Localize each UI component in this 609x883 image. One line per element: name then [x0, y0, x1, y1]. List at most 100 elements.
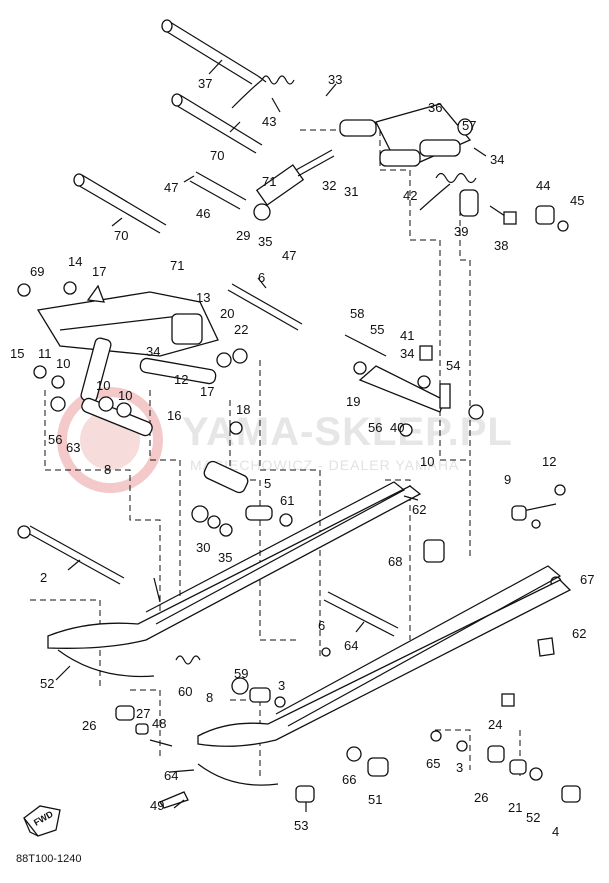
- callout-40: 40: [390, 420, 404, 435]
- rod-6-lower: [17, 525, 125, 585]
- callout-11: 11: [38, 346, 52, 361]
- diagram-code: 88T100-1240: [16, 853, 81, 865]
- rear-arm-assembly: [36, 291, 219, 437]
- callout-64: 64: [164, 768, 178, 783]
- callout-10: 10: [118, 388, 132, 403]
- callout-7: 7: [0, 0, 7, 3]
- callout-55: 55: [370, 322, 384, 337]
- guide-lines: [30, 129, 521, 780]
- slide-rail-upper: [47, 481, 422, 678]
- callout-70: 70: [114, 228, 128, 243]
- callout-4: 4: [552, 824, 559, 839]
- callout-30: 30: [196, 540, 210, 555]
- callout-49: 49: [150, 798, 164, 813]
- callout-56: 56: [368, 420, 382, 435]
- shaft-60: [323, 591, 399, 637]
- callout-63: 63: [66, 440, 80, 455]
- shock-absorber: [253, 149, 335, 221]
- callout-62: 62: [412, 502, 426, 517]
- rod-6-upper: [227, 283, 303, 331]
- callout-69: 69: [30, 264, 44, 279]
- callout-18: 18: [236, 402, 250, 417]
- callout-39: 39: [454, 224, 468, 239]
- callout-45: 45: [570, 193, 584, 208]
- callout-34: 34: [400, 346, 414, 361]
- callout-51: 51: [368, 792, 382, 807]
- front-arm-assembly: [344, 334, 484, 437]
- callout-14: 14: [68, 254, 82, 269]
- callout-43: 43: [262, 114, 276, 129]
- callout-53: 53: [294, 818, 308, 833]
- callout-46: 46: [196, 206, 210, 221]
- shaft-70-lower: [73, 173, 167, 234]
- callout-10: 10: [56, 356, 70, 371]
- callout-47: 47: [282, 248, 296, 263]
- spring-42: [419, 172, 479, 217]
- callout-50: 50: [0, 0, 14, 3]
- callout-10: 10: [96, 378, 110, 393]
- callout-8: 8: [206, 690, 213, 705]
- callout-67: 67: [580, 572, 594, 587]
- callout-41: 41: [400, 328, 414, 343]
- callout-22: 22: [234, 322, 248, 337]
- callout-66: 66: [342, 772, 356, 787]
- callout-42: 42: [403, 188, 417, 203]
- callout-26: 26: [474, 790, 488, 805]
- callout-58: 58: [350, 306, 364, 321]
- callout-37: 37: [198, 76, 212, 91]
- callout-13: 13: [196, 290, 210, 305]
- callout-52: 52: [40, 676, 54, 691]
- callout-31: 31: [344, 184, 358, 199]
- callout-57: 57: [462, 118, 476, 133]
- callout-64: 64: [344, 638, 358, 653]
- callout-34: 34: [490, 152, 504, 167]
- callout-5: 5: [264, 476, 271, 491]
- callout-3: 3: [456, 760, 463, 775]
- callout-35: 35: [218, 550, 232, 565]
- callout-34: 34: [146, 344, 160, 359]
- callout-9: 9: [504, 472, 511, 487]
- callout-17: 17: [92, 264, 106, 279]
- callout-27: 27: [136, 706, 150, 721]
- callout-21: 21: [508, 800, 522, 815]
- callout-44: 44: [536, 178, 550, 193]
- callout-59: 59: [234, 666, 248, 681]
- callout-68: 68: [388, 554, 402, 569]
- callout-33: 33: [328, 72, 342, 87]
- callout-6: 6: [258, 270, 265, 285]
- shaft-70-upper: [171, 93, 263, 154]
- callout-25: 25: [0, 0, 14, 3]
- small-parts-left: [17, 281, 248, 435]
- callout-6: 6: [318, 618, 325, 633]
- callout-54: 54: [446, 358, 460, 373]
- callout-17: 17: [200, 384, 214, 399]
- callout-71: 71: [170, 258, 184, 273]
- callout-47: 47: [164, 180, 178, 195]
- small-parts-bottom: [115, 647, 581, 809]
- callout-19: 19: [346, 394, 360, 409]
- shaft-46: [189, 171, 247, 210]
- leader-lines: [55, 59, 487, 812]
- callout-36: 36: [428, 100, 442, 115]
- callout-10: 10: [420, 454, 434, 469]
- callout-52: 52: [526, 810, 540, 825]
- callout-20: 20: [220, 306, 234, 321]
- spring-43: [231, 75, 295, 109]
- fwd-arrow: FWD: [23, 805, 61, 837]
- collar-parts-mid: [191, 460, 293, 537]
- callout-8: 8: [104, 462, 111, 477]
- callout-35: 35: [258, 234, 272, 249]
- rear-bolts: [423, 484, 566, 657]
- watermark-line2: MACIECHOWICZ - DEALER YAMAHA: [190, 457, 459, 473]
- shaft-37: [161, 19, 267, 85]
- callout-56: 56: [48, 432, 62, 447]
- slide-rail-lower: [197, 565, 572, 786]
- callout-32: 32: [322, 178, 336, 193]
- callout-12: 12: [174, 372, 188, 387]
- bolt-38: [489, 205, 517, 225]
- callout-24: 24: [488, 717, 502, 732]
- callout-2: 2: [40, 570, 47, 585]
- callout-16: 16: [167, 408, 181, 423]
